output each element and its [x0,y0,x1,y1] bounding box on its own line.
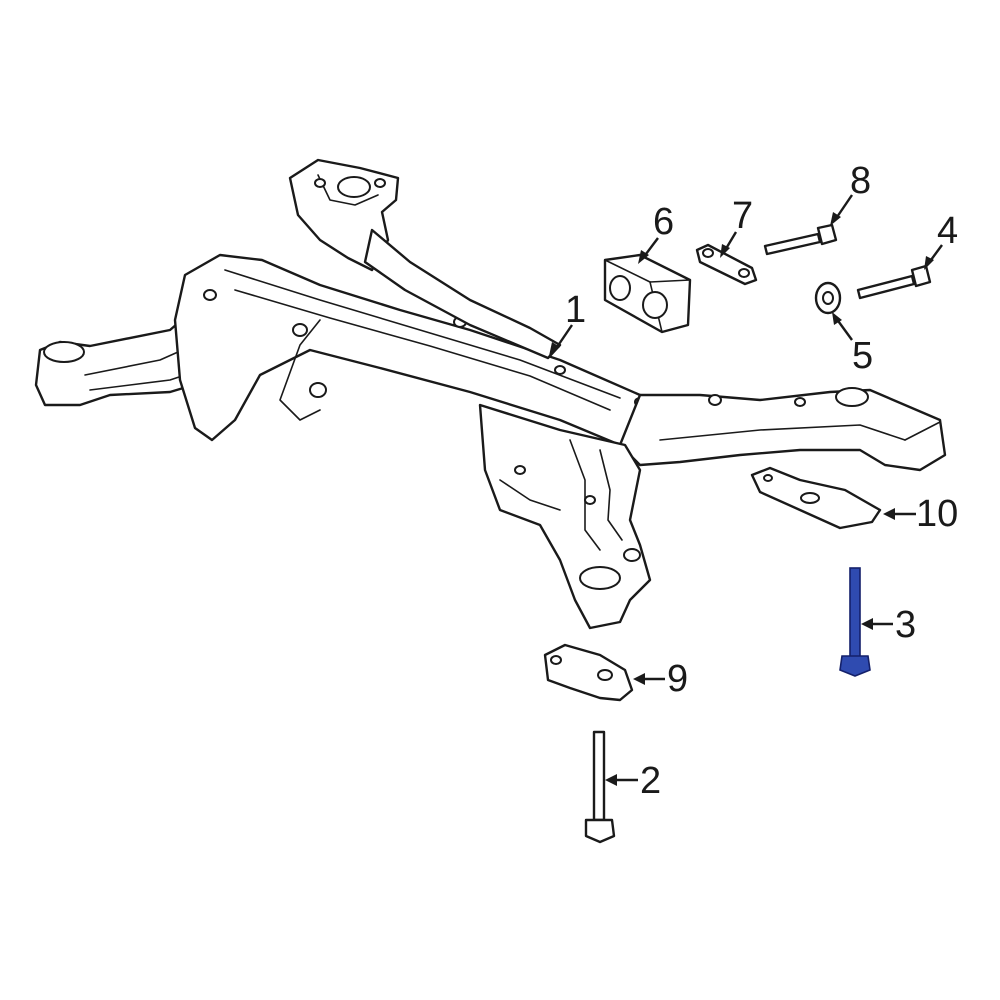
callout-label-1: 1 [565,289,586,331]
bracket-part-9[interactable] [543,643,634,702]
callout-4: 4 [924,210,958,270]
callout-6: 6 [638,201,674,264]
bolt-part-2[interactable] [584,730,616,844]
bolt-part-8[interactable] [763,223,838,256]
callout-2: 2 [605,760,661,802]
washer-part[interactable] [814,281,842,315]
callout-label-9: 9 [667,658,688,700]
callout-5: 5 [832,312,873,377]
plate-part[interactable] [695,243,758,286]
bushing-part[interactable] [603,253,692,334]
bracket-part-10[interactable] [750,466,882,530]
callout-label-7: 7 [732,195,753,237]
callout-label-8: 8 [850,160,871,202]
callout-8: 8 [830,160,871,226]
subframe-part[interactable] [34,158,947,630]
callout-9: 9 [633,658,688,700]
bolt-part-4[interactable] [856,264,932,300]
callout-label-6: 6 [653,201,674,243]
callout-1: 1 [549,289,586,356]
callout-label-4: 4 [937,210,958,252]
callout-label-3: 3 [895,604,916,646]
callout-label-5: 5 [852,335,873,377]
callout-10: 10 [883,493,958,535]
callout-label-10: 10 [916,493,958,535]
callout-7: 7 [720,195,753,258]
callout-3: 3 [861,604,916,646]
callout-label-2: 2 [640,760,661,802]
bolt-part-3-highlighted[interactable] [839,567,871,677]
